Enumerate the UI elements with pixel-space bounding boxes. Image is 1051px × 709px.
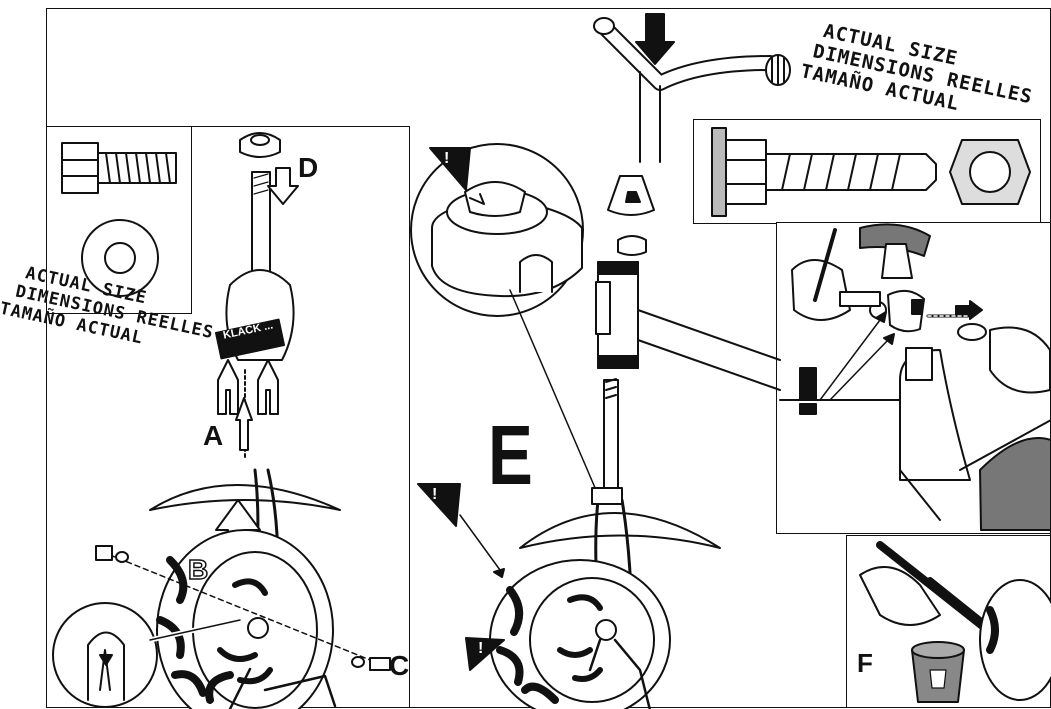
step-label-d: D xyxy=(298,152,319,183)
warning-mark-mid: ! xyxy=(432,486,438,503)
handlebar xyxy=(593,17,791,163)
mudguard xyxy=(149,484,341,511)
right-bolt-icon xyxy=(711,127,937,217)
warning-triangle-mid-icon xyxy=(417,483,461,527)
head-tube xyxy=(595,261,781,391)
warning-mark-top: ! xyxy=(444,150,450,167)
magnifier-clip-detail xyxy=(52,602,243,708)
front-wheel-center xyxy=(489,559,671,709)
warning-mark-bottom: ! xyxy=(478,640,484,657)
step-label-f: F xyxy=(857,648,873,678)
arrow-down-handlebar-icon xyxy=(635,13,675,65)
spring-clip-left xyxy=(217,359,239,415)
bottom-right-drawing xyxy=(859,541,1051,703)
axle-bolt-left-icon xyxy=(95,545,129,563)
klack-tag xyxy=(214,318,286,360)
right-detail-drawing xyxy=(779,223,1051,531)
front-wheel-left xyxy=(156,529,334,709)
right-nut-icon xyxy=(949,139,1031,205)
magnifier-cap-detail xyxy=(410,143,597,491)
warning-triangle-bottom-icon xyxy=(465,637,505,671)
cap-nut-icon xyxy=(239,132,281,158)
axle-bolt-right-icon xyxy=(351,656,391,671)
center-mudguard xyxy=(519,512,721,549)
step-label-a: A xyxy=(203,420,224,451)
arrow-down-icon xyxy=(267,167,299,205)
left-washer-icon xyxy=(81,219,159,297)
warning-triangle-top-icon xyxy=(429,147,471,191)
step-label-b: B xyxy=(187,554,209,585)
spring-clip-right xyxy=(257,359,279,415)
clamp-nut xyxy=(617,235,647,256)
left-bolt-icon xyxy=(61,142,177,194)
trash-bin-icon xyxy=(911,641,965,703)
arrow-up-icon xyxy=(235,397,253,451)
steering-tube xyxy=(251,171,271,283)
step-label-c: C xyxy=(389,650,410,681)
step-label-e: E xyxy=(488,408,533,502)
